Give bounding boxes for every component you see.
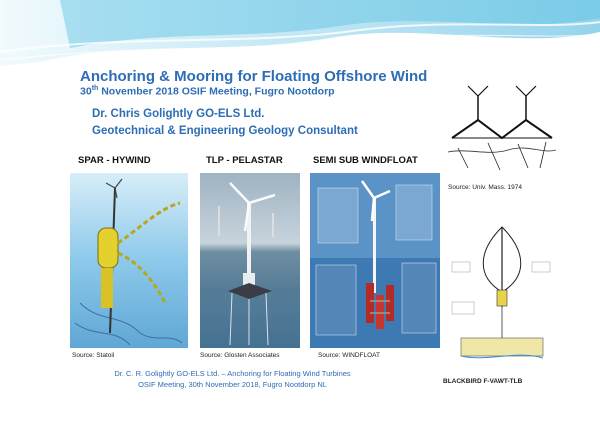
sketch-source: Source: Univ. Mass. 1974 bbox=[448, 184, 522, 191]
tlp-source: Source: Glosten Associates bbox=[200, 352, 280, 359]
spar-hywind-image bbox=[70, 173, 188, 348]
slide-title: Anchoring & Mooring for Floating Offshor… bbox=[80, 68, 428, 85]
footer-line-1: Dr. C. R. Golightly GO-ELS Ltd. – Anchor… bbox=[114, 369, 351, 378]
univ-mass-sketch-image bbox=[448, 78, 556, 173]
heading-semisub: SEMI SUB WINDFLOAT bbox=[313, 155, 418, 166]
subtitle-ordinal: th bbox=[91, 85, 99, 92]
blackbird-vawt-diagram bbox=[447, 222, 557, 372]
subtitle-day: 30 bbox=[80, 85, 92, 98]
slide-subtitle: 30th November 2018 OSIF Meeting, Fugro N… bbox=[80, 85, 335, 98]
subtitle-rest: November 2018 OSIF Meeting, Fugro Nootdo… bbox=[98, 85, 335, 98]
heading-spar: SPAR - HYWIND bbox=[78, 155, 151, 166]
author-name: Dr. Chris Golightly GO-ELS Ltd. bbox=[92, 108, 265, 120]
footer-line-2: OSIF Meeting, 30th November 2018, Fugro … bbox=[138, 380, 327, 389]
tlp-pelastar-image bbox=[200, 173, 300, 348]
spar-source: Source: Statoil bbox=[72, 352, 115, 359]
blackbird-label: BLACKBIRD F-VAWT-TLB bbox=[443, 378, 523, 385]
heading-tlp: TLP - PELASTAR bbox=[206, 155, 283, 166]
author-role: Geotechnical & Engineering Geology Consu… bbox=[92, 125, 358, 137]
header-wave-graphic bbox=[0, 0, 600, 66]
semisub-windfloat-image bbox=[310, 173, 440, 348]
slide-footer: Dr. C. R. Golightly GO-ELS Ltd. – Anchor… bbox=[110, 368, 355, 390]
semisub-source: Source: WINDFLOAT bbox=[318, 352, 381, 359]
